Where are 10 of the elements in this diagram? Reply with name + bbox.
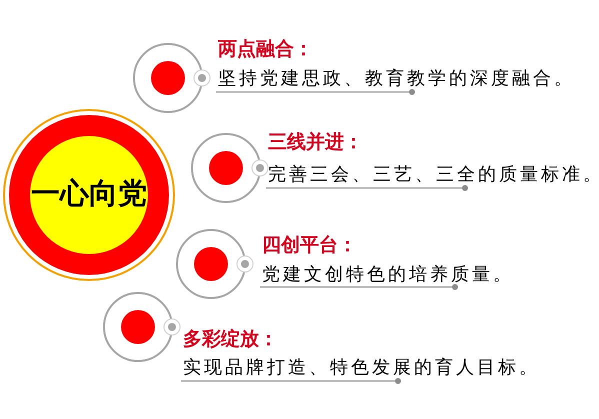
item-heading: 两点融合： [218,38,313,62]
central-circle [2,108,176,282]
item-description: 完善三会、三艺、三全的质量标准。 [268,163,599,186]
item-description: 党建文创特色的培养质量。 [262,263,514,286]
item-description: 坚持党建思政、教育教学的深度融合。 [218,67,575,90]
item-heading: 多彩绽放： [183,328,278,352]
item-heading: 三线并进： [268,131,363,155]
central-title: 一心向党 [31,176,147,212]
item-description: 实现品牌打造、特色发展的育人目标。 [183,356,540,379]
item-heading: 四创平台： [262,234,357,258]
